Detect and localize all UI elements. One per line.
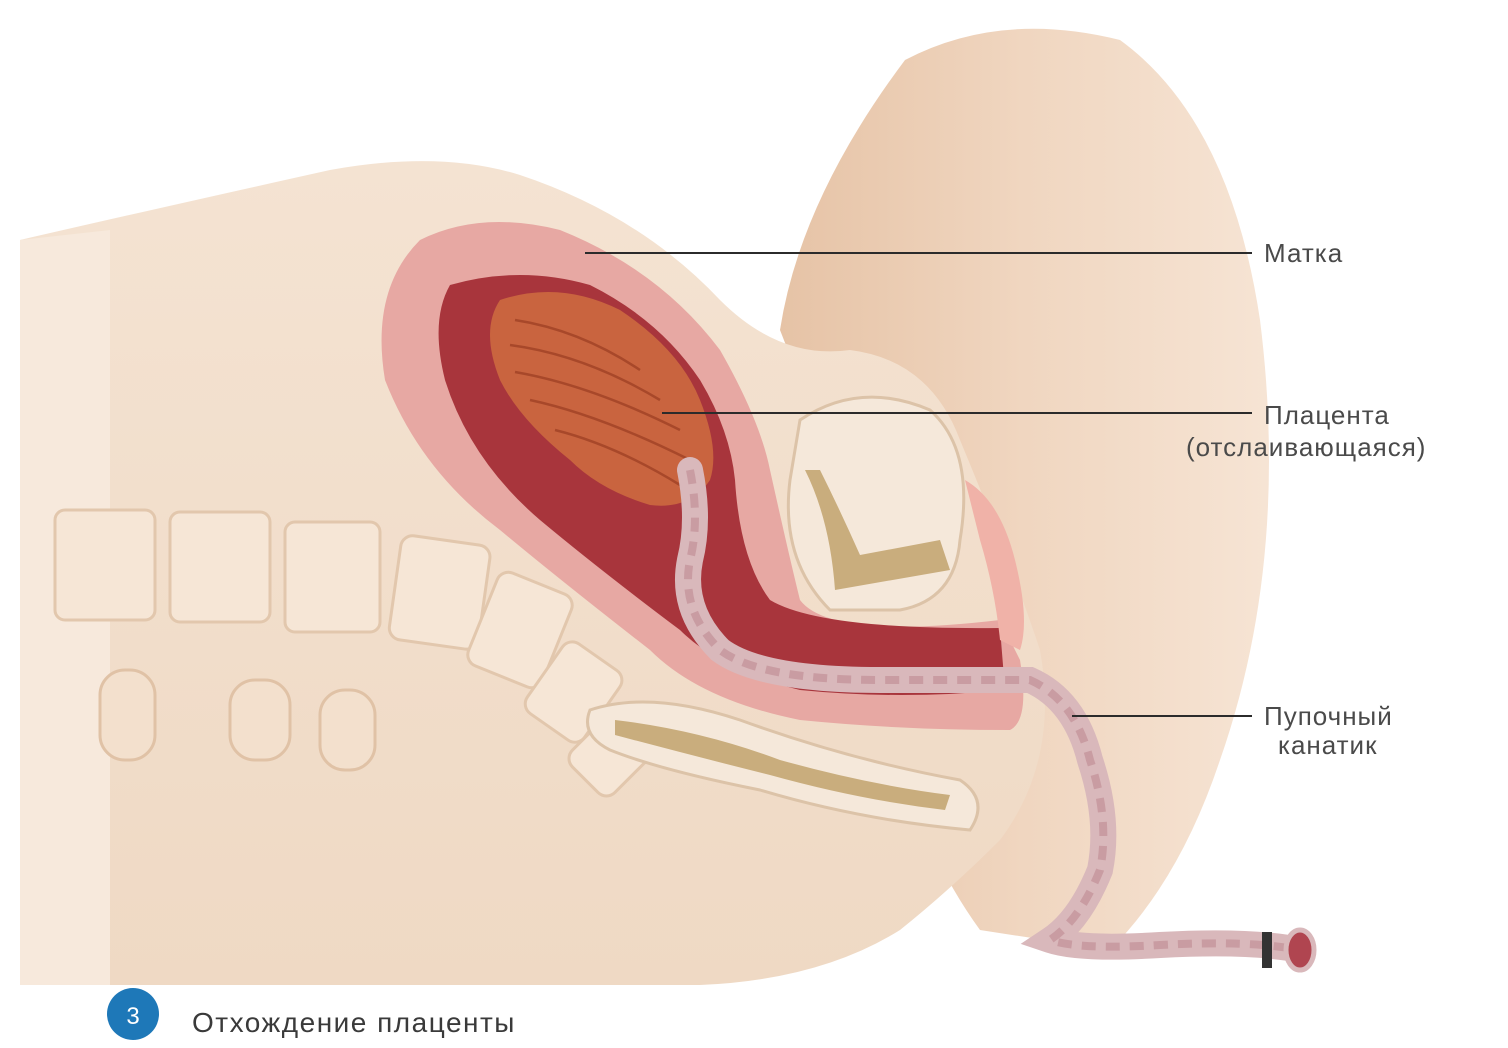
label-cord-line2: канатик	[1278, 730, 1377, 760]
step-number: 3	[126, 1003, 139, 1030]
label-uterus: Матка	[1264, 238, 1343, 268]
label-cord-line1: Пупочный	[1264, 701, 1393, 731]
cord-end	[1286, 930, 1314, 970]
caption-text: Отхождение плаценты	[192, 1007, 516, 1038]
cord-clamp	[1262, 932, 1272, 968]
label-placenta-line2: (отслаивающаяся)	[1186, 432, 1426, 462]
label-placenta-line1: Плацента	[1264, 400, 1390, 430]
